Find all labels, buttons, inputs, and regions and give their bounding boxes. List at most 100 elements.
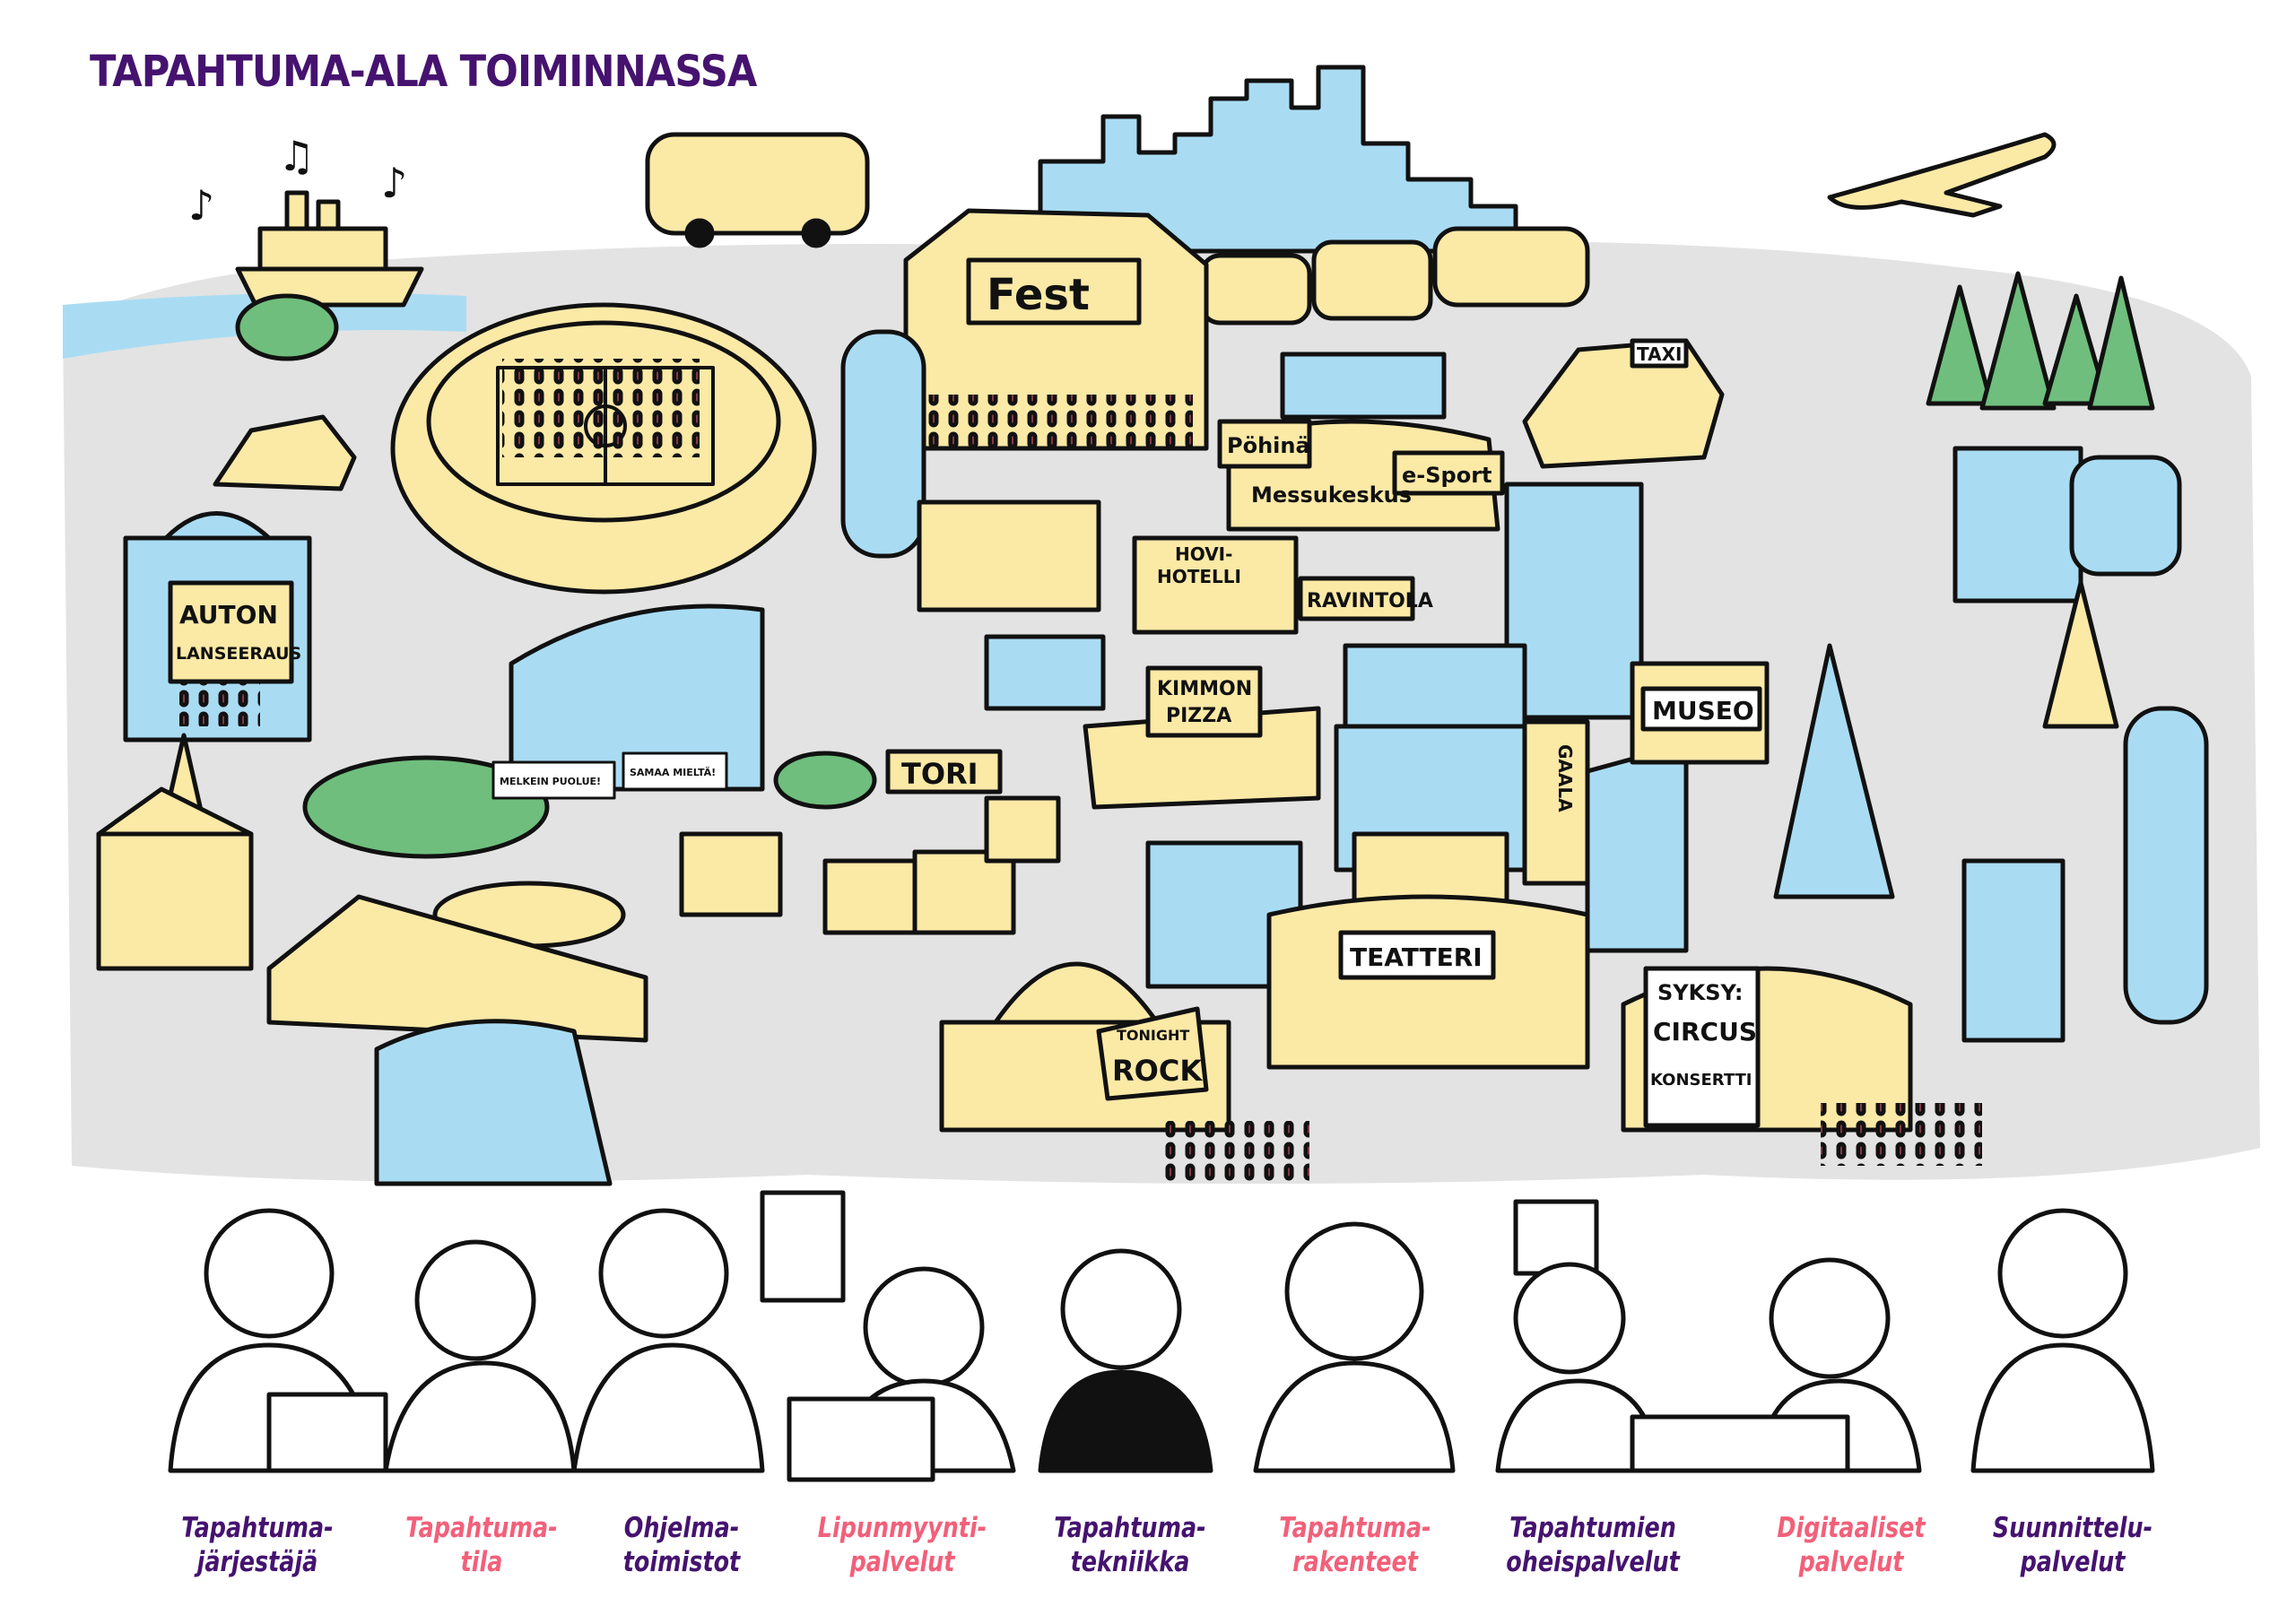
tori-sign: TORI bbox=[901, 757, 978, 791]
person-technology bbox=[1038, 1248, 1213, 1473]
person-agency bbox=[571, 1190, 846, 1473]
car-launch-building: AUTON LANSEERAUS bbox=[123, 511, 312, 743]
role-label-line: järjestäjä bbox=[196, 1546, 318, 1578]
music-note-icon: ♪ bbox=[188, 181, 214, 230]
role-label-line: toimistot bbox=[622, 1546, 741, 1578]
person-structures bbox=[1253, 1221, 1456, 1473]
role-label-line: Tapahtuma- bbox=[181, 1512, 334, 1544]
page-title: TAPAHTUMA-ALA TOIMINNASSA bbox=[90, 47, 757, 97]
tree bbox=[773, 751, 877, 810]
person-ticketing bbox=[787, 1266, 1016, 1482]
taxi-sign: TAXI bbox=[1637, 343, 1682, 365]
esport-sign: e-Sport bbox=[1402, 463, 1492, 488]
museum: MUSEO bbox=[1630, 661, 1770, 765]
protest-sign: MELKEIN PUOLUE! bbox=[500, 776, 601, 787]
role-label-line: Tapahtuma- bbox=[1054, 1512, 1206, 1544]
hotel: HOVI- HOTELLI RAVINTOLA bbox=[1132, 535, 1433, 635]
forest bbox=[1926, 271, 2155, 411]
building bbox=[2069, 455, 2182, 577]
person-organizer bbox=[168, 1208, 388, 1473]
role-label-line: Tapahtuma- bbox=[1279, 1512, 1431, 1544]
auton-sign: AUTON bbox=[179, 600, 278, 630]
building bbox=[1952, 446, 2083, 604]
ship bbox=[235, 190, 424, 308]
ravintola-sign: RAVINTOLA bbox=[1307, 590, 1433, 612]
blue-tower bbox=[840, 329, 926, 559]
pizza-place: KIMMON PIZZA bbox=[1083, 665, 1321, 810]
car bbox=[213, 414, 357, 491]
tree bbox=[235, 293, 339, 361]
shop bbox=[917, 499, 1101, 612]
theatre: TEATTERI bbox=[1266, 831, 1590, 1070]
gaala-sign: GAALA bbox=[1554, 744, 1576, 812]
person-planner bbox=[1970, 1208, 2155, 1473]
train bbox=[1199, 226, 1590, 326]
role-label-line: palvelut bbox=[849, 1546, 955, 1578]
protest-sign: SAMAA MIELTÄ! bbox=[630, 766, 716, 778]
concert-dome: TONIGHT ROCK bbox=[939, 961, 1231, 1133]
role-label-line: Lipunmyynti- bbox=[817, 1512, 987, 1544]
pizza-sign: PIZZA bbox=[1166, 705, 1231, 727]
circus-sign: CIRCUS bbox=[1653, 1017, 1757, 1046]
skyline bbox=[1038, 65, 1518, 254]
role-label-line: Digitaaliset bbox=[1777, 1512, 1926, 1544]
building bbox=[1961, 858, 2066, 1043]
hotel-sign: HOTELLI bbox=[1157, 566, 1241, 587]
glass-tower bbox=[1773, 643, 1895, 899]
building bbox=[1280, 352, 1447, 420]
people-row bbox=[168, 1190, 2155, 1482]
lanseeraus-sign: LANSEERAUS bbox=[176, 644, 301, 664]
role-label-line: Tapahtumien bbox=[1509, 1512, 1676, 1544]
circus-hall: SYKSY: CIRCUS KONSERTTI bbox=[1621, 966, 1913, 1133]
festival-stage: Fest bbox=[903, 208, 1209, 451]
building bbox=[1585, 742, 1689, 953]
market-square: TORI bbox=[679, 749, 1061, 935]
museo-sign: MUSEO bbox=[1652, 696, 1754, 725]
role-label-line: tekniikka bbox=[1070, 1546, 1190, 1578]
role-label-line: oheispalvelut bbox=[1506, 1546, 1680, 1578]
park-trees bbox=[302, 755, 550, 859]
role-label-line: tila bbox=[460, 1546, 503, 1578]
role-label-line: rakenteet bbox=[1292, 1546, 1418, 1578]
role-label-line: palvelut bbox=[2020, 1546, 2126, 1578]
rock-sign: ROCK bbox=[1112, 1054, 1203, 1088]
pohina-sign: Pöhinä bbox=[1227, 433, 1310, 458]
building bbox=[984, 634, 1106, 711]
circus-sign: SYKSY: bbox=[1657, 980, 1743, 1005]
hotel-sign: HOVI- bbox=[1175, 543, 1232, 565]
person-digital bbox=[1630, 1257, 1922, 1473]
messukeskus-sign: Messukeskus bbox=[1251, 482, 1412, 508]
role-label: Tapahtuma-tekniikka bbox=[1042, 1511, 1219, 1579]
fest-sign: Fest bbox=[987, 270, 1090, 320]
christmas-tree bbox=[2042, 580, 2119, 729]
long-building bbox=[266, 894, 648, 1043]
messukeskus: Pöhinä e-Sport Messukeskus bbox=[1217, 419, 1505, 532]
office-tower bbox=[1504, 482, 1644, 720]
role-label: Lipunmyynti-palvelut bbox=[814, 1511, 991, 1579]
person-venue bbox=[383, 1239, 577, 1473]
person-chef bbox=[1495, 1199, 1662, 1473]
teatteri-sign: TEATTERI bbox=[1350, 942, 1483, 972]
role-label: Ohjelma-toimistot bbox=[594, 1511, 770, 1579]
tower bbox=[2123, 706, 2209, 1025]
role-label: Suunnittelu-palvelut bbox=[1985, 1511, 2161, 1579]
role-label: Tapahtuma-rakenteet bbox=[1267, 1511, 1444, 1579]
music-note-icon: ♪ bbox=[381, 159, 407, 207]
congress-hall: MELKEIN PUOLUE! SAMAA MIELTÄ! bbox=[491, 604, 765, 800]
bus bbox=[645, 132, 870, 248]
pizza-sign: KIMMON bbox=[1157, 678, 1252, 700]
music-note-icon: ♫ bbox=[278, 132, 315, 180]
gala-poster: GAALA bbox=[1522, 719, 1590, 886]
role-label: Tapahtuma-tila bbox=[394, 1511, 570, 1579]
role-label-line: Tapahtuma- bbox=[405, 1512, 558, 1544]
role-label-line: Suunnittelu- bbox=[1992, 1512, 2153, 1544]
taxi: TAXI bbox=[1522, 338, 1725, 469]
rock-sign: TONIGHT bbox=[1117, 1027, 1189, 1044]
role-label-line: palvelut bbox=[1798, 1546, 1904, 1578]
role-label: Tapahtuma-järjestäjä bbox=[170, 1511, 346, 1579]
church bbox=[96, 733, 254, 971]
